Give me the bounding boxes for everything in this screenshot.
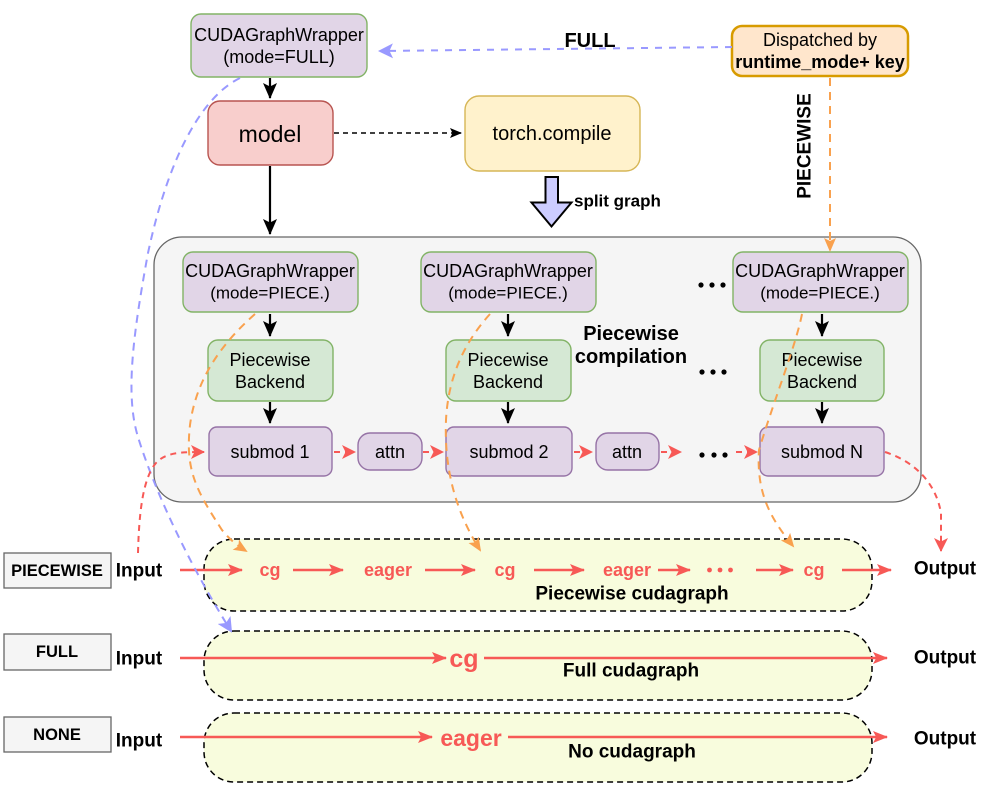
- svg-text:Output: Output: [914, 729, 977, 750]
- svg-text:PIECEWISE: PIECEWISE: [795, 93, 816, 199]
- svg-text:FULL: FULL: [564, 30, 615, 52]
- svg-text:attn: attn: [612, 442, 642, 462]
- svg-text:eager: eager: [603, 560, 651, 580]
- svg-text:cg: cg: [803, 560, 824, 580]
- svg-text:submod 2: submod 2: [469, 442, 548, 462]
- svg-text:Piecewise: Piecewise: [467, 350, 548, 370]
- svg-text:Input: Input: [116, 731, 163, 752]
- svg-text:(mode=PIECE.): (mode=PIECE.): [760, 284, 880, 303]
- svg-text:NONE: NONE: [33, 726, 81, 744]
- svg-text:eager: eager: [364, 560, 412, 580]
- svg-text:CUDAGraphWrapper: CUDAGraphWrapper: [735, 261, 905, 281]
- svg-text:Input: Input: [116, 561, 163, 582]
- svg-text:cg: cg: [259, 560, 280, 580]
- svg-text:PIECEWISE: PIECEWISE: [11, 562, 103, 580]
- svg-text:(mode=PIECE.): (mode=PIECE.): [448, 284, 568, 303]
- svg-text:attn: attn: [375, 442, 405, 462]
- svg-text:FULL: FULL: [36, 643, 78, 661]
- svg-text:CUDAGraphWrapper: CUDAGraphWrapper: [185, 261, 355, 281]
- svg-text:cg: cg: [494, 560, 515, 580]
- svg-text:Backend: Backend: [235, 372, 305, 392]
- svg-text:Output: Output: [914, 648, 977, 669]
- svg-text:torch.compile: torch.compile: [493, 123, 612, 145]
- svg-text:Full cudagraph: Full cudagraph: [563, 661, 699, 682]
- svg-text:Piecewise cudagraph: Piecewise cudagraph: [535, 584, 728, 605]
- svg-text:submod 1: submod 1: [230, 442, 309, 462]
- svg-text:model: model: [239, 121, 302, 147]
- svg-text:Piecewise: Piecewise: [229, 350, 310, 370]
- svg-text:(mode=PIECE.): (mode=PIECE.): [210, 284, 330, 303]
- svg-text:compilation: compilation: [575, 346, 687, 368]
- svg-text:(mode=FULL): (mode=FULL): [223, 47, 335, 67]
- svg-text:eager: eager: [440, 725, 501, 751]
- svg-text:split graph: split graph: [574, 192, 661, 211]
- svg-text:Backend: Backend: [787, 372, 857, 392]
- svg-text:No cudagraph: No cudagraph: [568, 742, 696, 763]
- svg-text:Piecewise: Piecewise: [583, 323, 679, 345]
- svg-text:Input: Input: [116, 649, 163, 670]
- svg-text:Backend: Backend: [473, 372, 543, 392]
- svg-text:runtime_mode+ key: runtime_mode+ key: [735, 52, 905, 72]
- svg-text:Dispatched by: Dispatched by: [763, 30, 877, 50]
- svg-text:cg: cg: [449, 645, 478, 673]
- svg-text:CUDAGraphWrapper: CUDAGraphWrapper: [194, 25, 364, 45]
- svg-text:submod N: submod N: [781, 442, 863, 462]
- svg-text:Output: Output: [914, 559, 977, 580]
- svg-text:Piecewise: Piecewise: [781, 350, 862, 370]
- svg-text:CUDAGraphWrapper: CUDAGraphWrapper: [423, 261, 593, 281]
